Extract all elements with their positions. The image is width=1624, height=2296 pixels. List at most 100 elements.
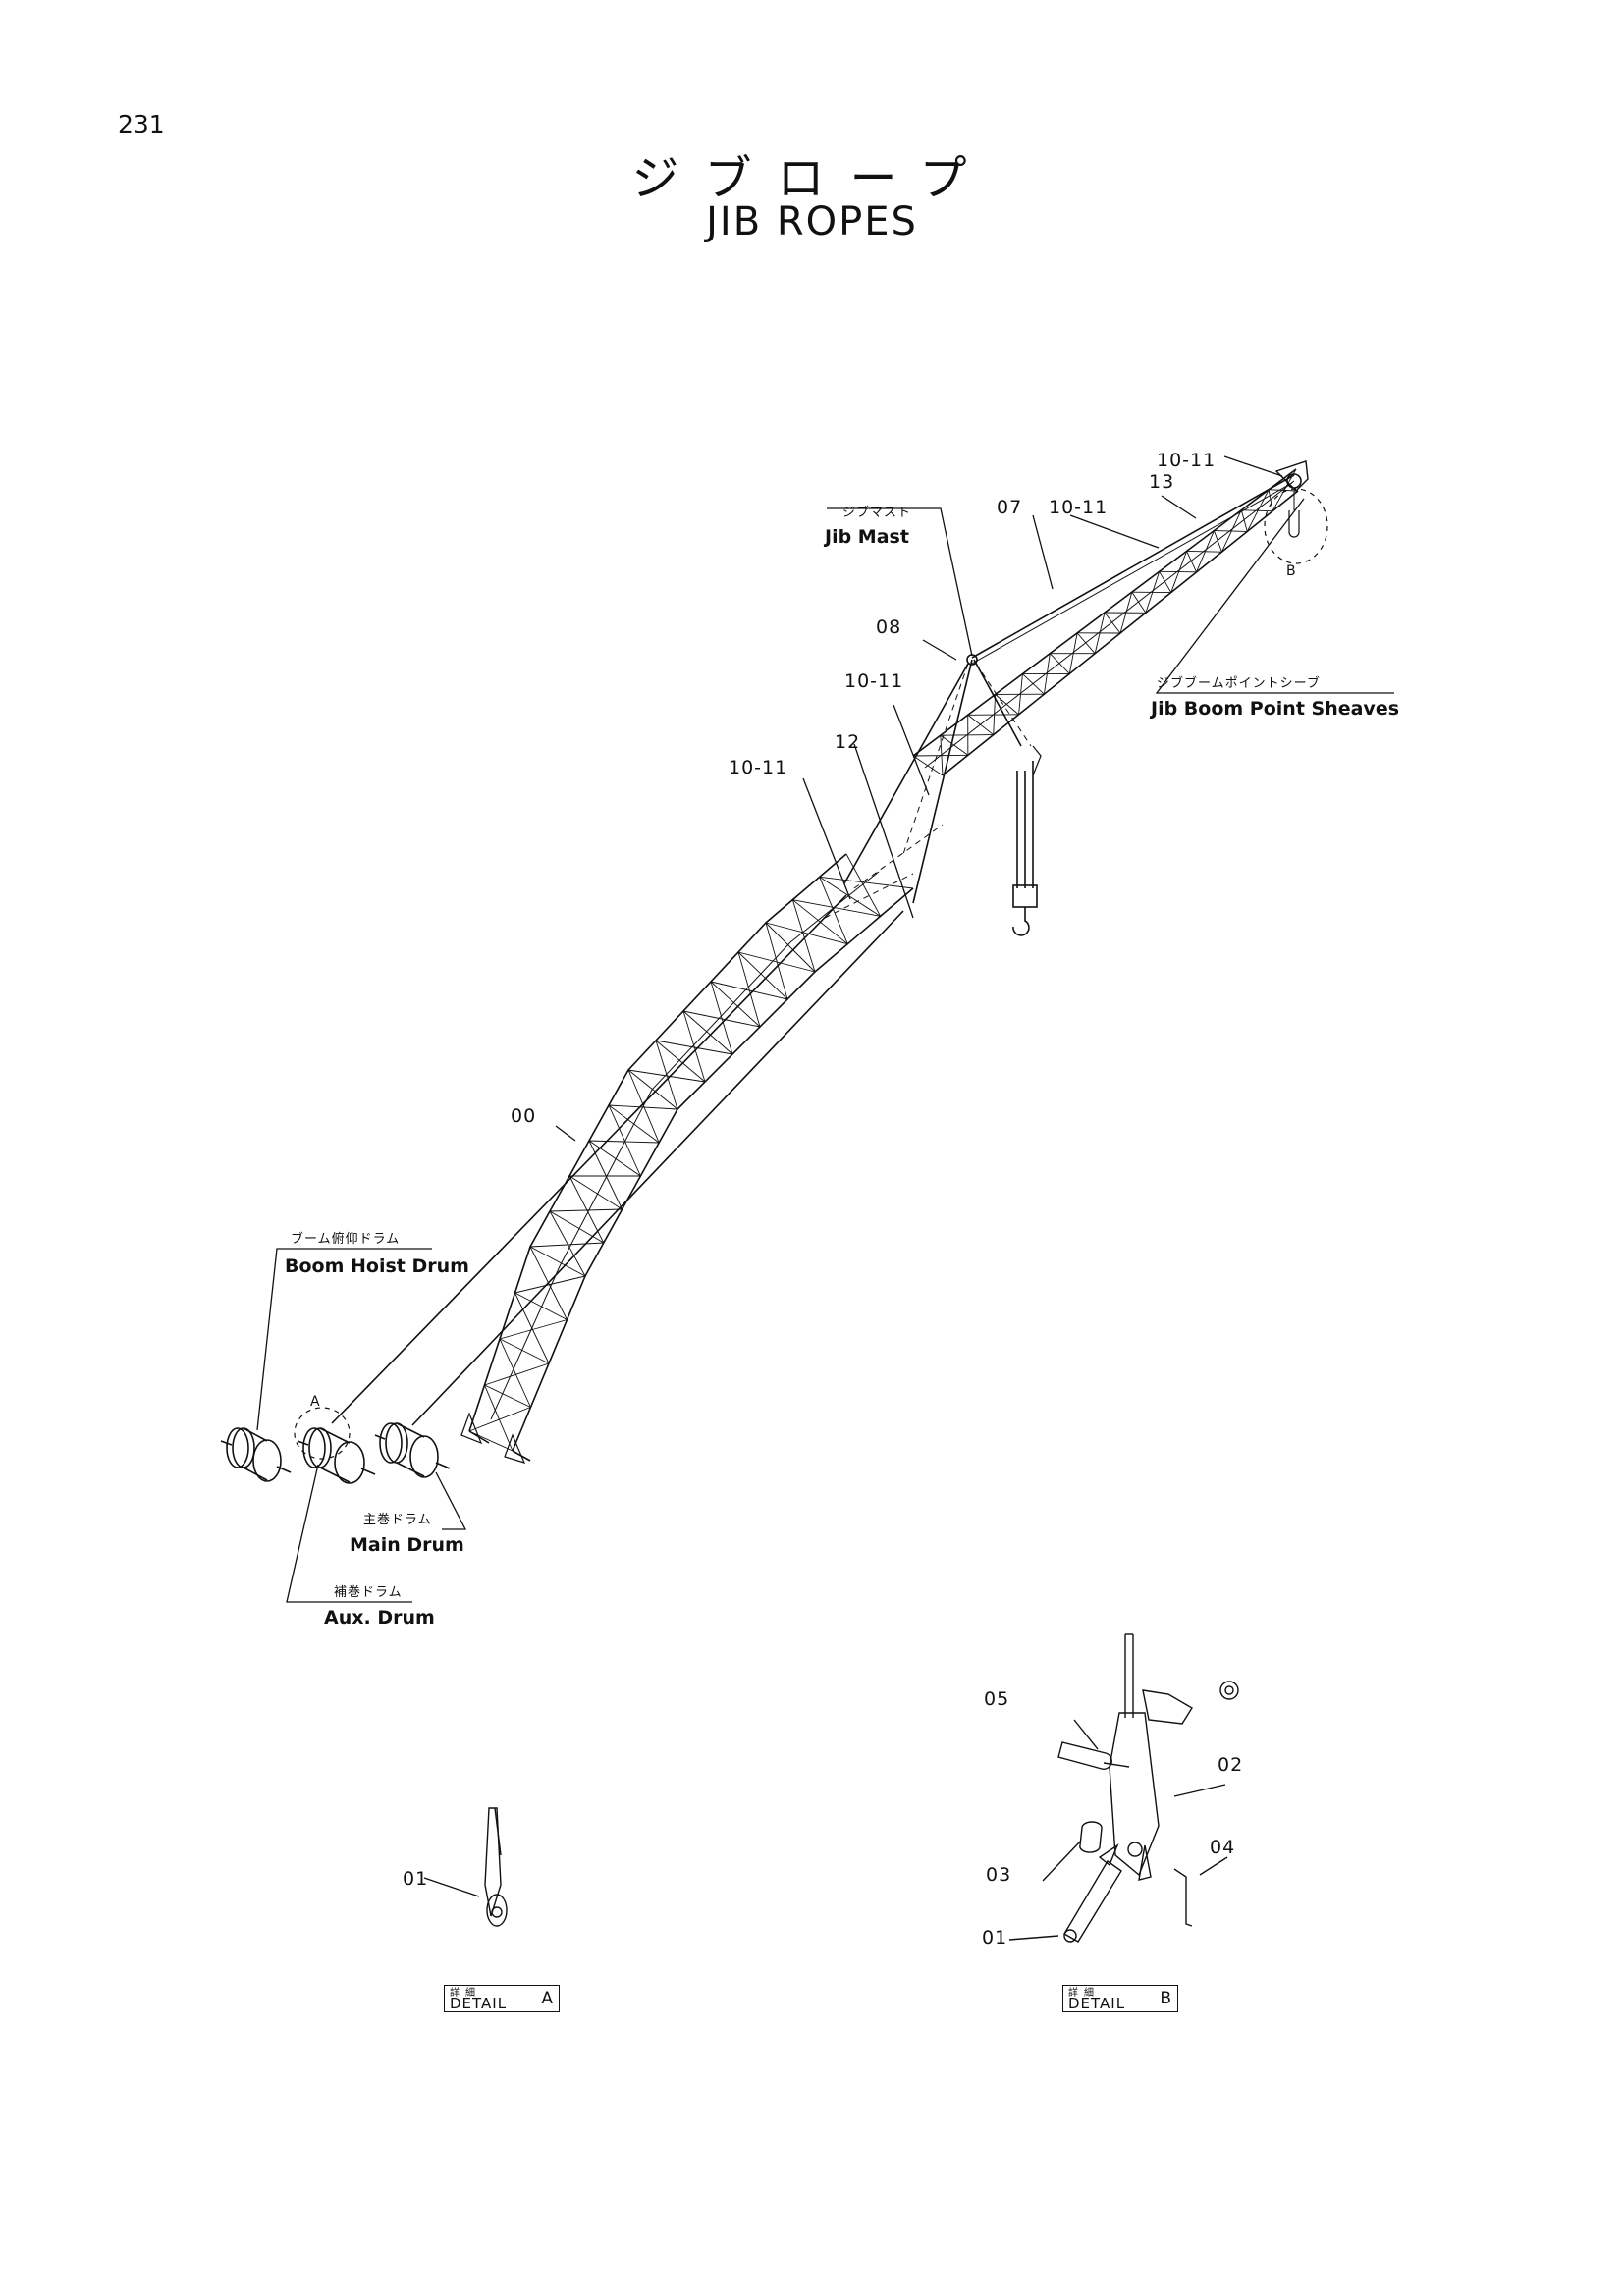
callout-08: 08 (876, 616, 901, 638)
truss-member (819, 876, 881, 917)
truss-member (608, 1104, 660, 1144)
main-drum (374, 1422, 451, 1478)
truss-member (568, 1175, 623, 1210)
detail-b-en: DETAIL (1068, 1995, 1126, 2012)
title-japanese: ジブロープ (631, 151, 993, 206)
truss-member (819, 876, 914, 889)
truss-member (710, 981, 761, 1028)
truss-member (1268, 489, 1273, 511)
detail-b-drawing (1008, 1633, 1239, 1943)
truss-member (1241, 509, 1273, 512)
aux-drum-label-jp: 補巻ドラム (334, 1585, 403, 1600)
truss-member (549, 1210, 605, 1244)
truss-member (1018, 673, 1023, 715)
detail-b-marker (1264, 488, 1328, 564)
truss-member (484, 1362, 550, 1386)
part-labels: ジブマスト Jib Mast ジブブームポイントシーブ Jib Boom Poi… (285, 505, 1399, 1629)
truss-member (765, 922, 848, 945)
truss-member (1269, 489, 1299, 492)
leader-lines (256, 455, 1394, 1603)
detail-a-box: 詳細 DETAIL A (444, 1985, 560, 2012)
boom-hoist-drum (220, 1427, 292, 1482)
truss-member (627, 1069, 660, 1144)
truss-member (468, 1430, 514, 1452)
truss-member (1240, 509, 1248, 532)
truss-member (682, 1010, 706, 1083)
truss-member (499, 1338, 531, 1408)
truss-member (1170, 551, 1187, 593)
callout-10-11-d: 10-11 (729, 757, 787, 778)
truss-member (529, 1242, 604, 1248)
truss-member (1043, 653, 1051, 695)
boom-drum-label-jp: ブーム俯仰ドラム (291, 1231, 400, 1247)
truss-member (1186, 550, 1222, 553)
detail-a-jp: 詳細 (450, 1988, 481, 1999)
detail-a-en: DETAIL (450, 1995, 508, 2012)
truss-member (655, 1040, 706, 1083)
detail-b-jp: 詳細 (1068, 1988, 1100, 1999)
aux-drum (297, 1427, 376, 1484)
truss-member (514, 1292, 568, 1320)
truss-member (1145, 571, 1161, 614)
truss-member (1022, 673, 1045, 695)
truss-member (765, 922, 788, 1000)
truss-member (1094, 612, 1106, 654)
truss-member (1221, 509, 1242, 553)
aux-drum-label-en: Aux. Drum (324, 1607, 435, 1629)
truss-member (529, 1246, 586, 1277)
hoist-ropes (331, 894, 904, 1426)
detail-a-marker (294, 1407, 351, 1460)
callout-10-11-b: 10-11 (1157, 450, 1216, 471)
truss-member (940, 734, 969, 756)
truss-member (1068, 632, 1078, 674)
detail-b-id: B (1160, 1989, 1171, 2008)
main-drum-label-en: Main Drum (350, 1534, 464, 1556)
truss-member (1119, 592, 1133, 634)
callout-02: 02 (1218, 1754, 1243, 1776)
hook-block (1012, 745, 1042, 936)
callout-07: 07 (997, 497, 1022, 518)
truss-member (940, 735, 944, 776)
truss-member (514, 1275, 586, 1294)
truss-member (940, 734, 994, 736)
callout-13: 13 (1149, 471, 1174, 493)
truss-member (514, 1292, 550, 1364)
truss-member (993, 694, 997, 735)
jib-boom-lattice (912, 460, 1309, 776)
page-number: 231 (118, 110, 165, 138)
jib-point-label-jp: ジブブームポイントシーブ (1157, 675, 1321, 691)
truss-member (1159, 571, 1172, 593)
truss-member (682, 1010, 733, 1055)
callout-05: 05 (984, 1688, 1009, 1710)
truss-member (1131, 591, 1147, 614)
truss-member (1186, 551, 1197, 573)
truss-member (1214, 530, 1248, 532)
truss-member (710, 981, 733, 1055)
main-drum-label-jp: 主巻ドラム (363, 1513, 432, 1527)
truss-member (819, 877, 848, 944)
truss-member (1246, 489, 1270, 532)
jib-mast-label-en: Jib Mast (823, 526, 909, 548)
truss-member (995, 694, 1019, 716)
truss-member (737, 951, 761, 1028)
truss-member (845, 853, 882, 917)
truss-member (499, 1319, 568, 1340)
truss-member (655, 1040, 678, 1110)
truss-member (737, 951, 788, 1000)
detail-a-letter: A (310, 1394, 321, 1410)
detail-a-id: A (541, 1989, 553, 2008)
main-boom-lattice (460, 853, 914, 1464)
truss-member (1104, 612, 1121, 634)
truss-member (912, 754, 968, 757)
callout-03: 03 (986, 1864, 1011, 1886)
truss-member (588, 1140, 660, 1144)
callout-01-a: 01 (403, 1868, 428, 1890)
truss-member (791, 899, 816, 973)
callout-04: 04 (1210, 1837, 1235, 1858)
jib-point-label-en: Jib Boom Point Sheaves (1149, 698, 1399, 720)
truss-member (1076, 632, 1096, 655)
truss-member (549, 1208, 623, 1212)
truss-member (549, 1210, 586, 1277)
callout-01-b: 01 (982, 1927, 1007, 1949)
